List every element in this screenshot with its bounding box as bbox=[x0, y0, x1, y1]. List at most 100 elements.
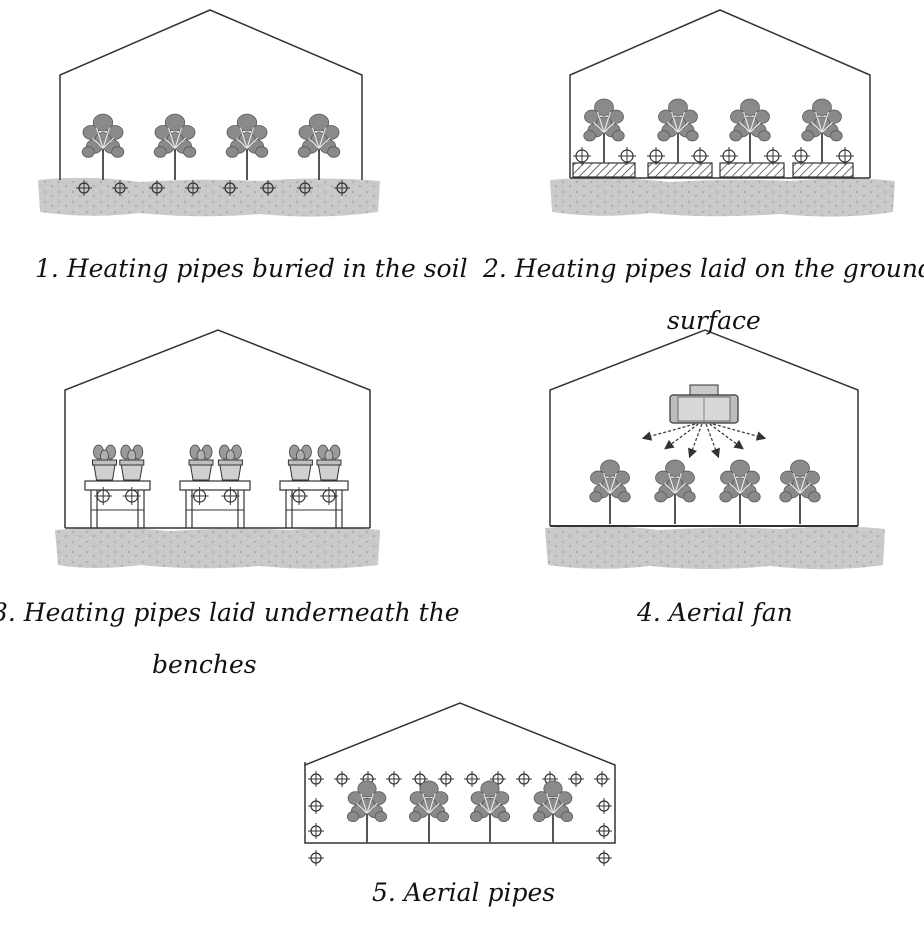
pipe-icon bbox=[308, 771, 324, 787]
plant-icon bbox=[719, 459, 761, 524]
hatched-bed bbox=[572, 162, 636, 178]
plant-icon bbox=[153, 113, 197, 180]
plant-icon bbox=[408, 780, 450, 843]
plant-icon bbox=[801, 98, 843, 163]
pipe-icon bbox=[334, 180, 350, 196]
pipe-icon bbox=[594, 771, 610, 787]
caption-figure-2-line-2: surface bbox=[667, 306, 761, 335]
plant-icon bbox=[654, 459, 696, 524]
hatched-bed bbox=[647, 162, 713, 178]
hatched-bed bbox=[719, 162, 785, 178]
plant-icon bbox=[657, 98, 699, 163]
side-pipe-column-right bbox=[596, 798, 612, 866]
potted-plant-icon bbox=[287, 444, 313, 481]
plant-row bbox=[346, 780, 574, 843]
airflow-arrow bbox=[705, 423, 720, 459]
potted-plant-icon bbox=[119, 444, 145, 481]
pipe-icon bbox=[596, 850, 612, 866]
pipe-icon bbox=[149, 180, 165, 196]
pipe-icon bbox=[319, 487, 338, 505]
surface-pipes bbox=[573, 147, 854, 165]
plant-icon bbox=[532, 780, 574, 843]
figure-1-soil-pipes bbox=[38, 9, 380, 217]
airflow-arrows bbox=[641, 423, 767, 459]
plant-row bbox=[583, 98, 843, 163]
soil-bed bbox=[38, 177, 380, 217]
bench bbox=[84, 444, 151, 528]
pipe-icon bbox=[573, 147, 591, 165]
pipe-icon bbox=[764, 147, 782, 165]
plant-icon bbox=[225, 113, 269, 180]
pipe-icon bbox=[76, 180, 92, 196]
figure-4-aerial-fan bbox=[545, 329, 885, 570]
pipe-icon bbox=[185, 180, 201, 196]
greenhouse-outline bbox=[549, 329, 859, 526]
pipe-icon bbox=[568, 771, 584, 787]
pipe-icon bbox=[222, 180, 238, 196]
caption-figure-3-line-1: 3. Heating pipes laid underneath the bbox=[0, 598, 460, 627]
pipe-icon bbox=[836, 147, 854, 165]
potted-plant-icon bbox=[217, 444, 243, 481]
fan-unit bbox=[669, 384, 739, 424]
hatched-bed bbox=[792, 162, 854, 178]
pipe-icon bbox=[464, 771, 480, 787]
pipe-icon bbox=[190, 487, 209, 505]
airflow-arrow bbox=[688, 423, 703, 459]
greenhouse-outline bbox=[64, 329, 371, 528]
overhead-pipe-row bbox=[308, 771, 610, 787]
soil-bed bbox=[550, 177, 895, 217]
caption-figure-1: 1. Heating pipes buried in the soil bbox=[35, 254, 468, 283]
pipe-icon bbox=[720, 147, 738, 165]
plant-icon bbox=[81, 113, 125, 180]
potted-plant-icon bbox=[92, 444, 117, 481]
pipe-icon bbox=[516, 771, 532, 787]
plant-icon bbox=[729, 98, 771, 163]
side-pipe-column-left bbox=[308, 798, 324, 866]
greenhouse-outline bbox=[59, 9, 363, 180]
figure-2-surface-pipes bbox=[550, 9, 895, 217]
pipe-icon bbox=[618, 147, 636, 165]
caption-figure-4: 4. Aerial fan bbox=[637, 598, 793, 627]
pipe-icon bbox=[308, 798, 324, 814]
greenhouse-outline bbox=[569, 9, 871, 178]
bench bbox=[179, 444, 251, 528]
pipe-icon bbox=[308, 850, 324, 866]
airflow-arrow bbox=[709, 423, 744, 450]
pipe-icon bbox=[221, 487, 240, 505]
soil-bed bbox=[55, 527, 380, 569]
pipe-icon bbox=[260, 180, 276, 196]
pipe-icon bbox=[297, 180, 313, 196]
pipe-icon bbox=[386, 771, 402, 787]
pipe-icon bbox=[112, 180, 128, 196]
pipe-icon bbox=[596, 823, 612, 839]
caption-figure-3-line-2: benches bbox=[152, 650, 257, 679]
figure-5-aerial-pipes bbox=[304, 702, 616, 866]
soil-bed bbox=[545, 525, 885, 570]
plant-icon bbox=[589, 459, 631, 524]
pipe-icon bbox=[438, 771, 454, 787]
pipe-icon bbox=[122, 487, 141, 505]
pipe-icon bbox=[94, 487, 113, 505]
potted-plant-icon bbox=[188, 444, 214, 481]
pipe-icon bbox=[596, 798, 612, 814]
pipe-icon bbox=[792, 147, 810, 165]
bench bbox=[279, 444, 349, 528]
potted-plant-icon bbox=[316, 444, 342, 481]
greenhouse-body-outline bbox=[304, 702, 616, 844]
airflow-arrow bbox=[641, 423, 696, 441]
pipe-icon bbox=[290, 487, 309, 505]
hatched-beds bbox=[572, 162, 854, 178]
plant-icon bbox=[297, 113, 341, 180]
benches bbox=[84, 444, 349, 528]
airflow-arrow bbox=[664, 423, 699, 450]
buried-pipes bbox=[76, 180, 350, 196]
pipe-icon bbox=[334, 771, 350, 787]
plant-row bbox=[589, 459, 821, 524]
caption-figure-5: 5. Aerial pipes bbox=[372, 878, 556, 907]
plant-icon bbox=[346, 780, 388, 843]
plant-icon bbox=[779, 459, 821, 524]
plant-icon bbox=[469, 780, 511, 843]
airflow-arrow bbox=[712, 423, 767, 441]
caption-figure-2-line-1: 2. Heating pipes laid on the ground bbox=[483, 254, 924, 283]
